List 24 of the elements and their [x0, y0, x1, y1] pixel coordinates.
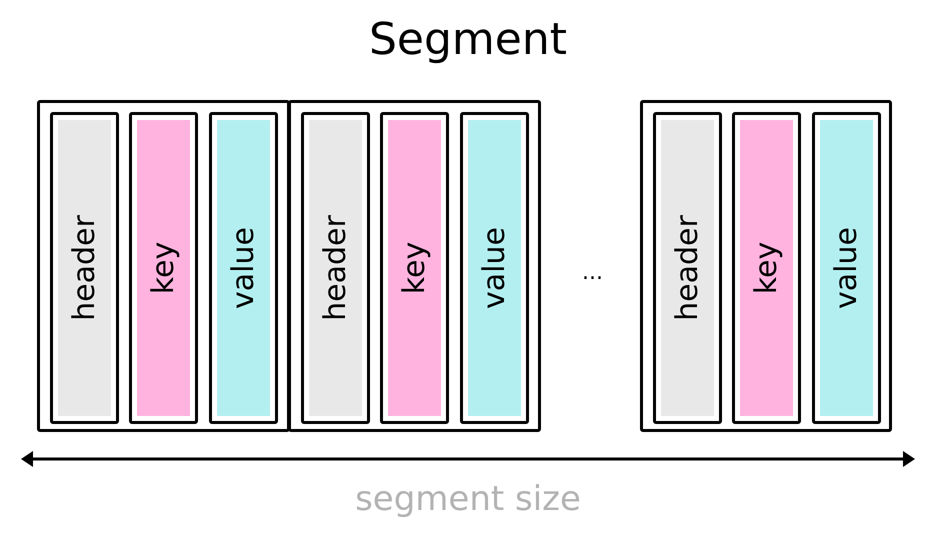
field-column — [129, 112, 198, 424]
ellipsis: ... — [582, 259, 603, 287]
record-box — [640, 100, 892, 432]
field-column — [209, 112, 278, 424]
field-label: header — [320, 215, 350, 321]
field-column — [732, 112, 801, 424]
record-box — [37, 100, 290, 432]
field-column — [653, 112, 722, 424]
field-label: header — [70, 215, 100, 321]
title: Segment — [369, 13, 567, 67]
field-label: header — [672, 215, 702, 321]
field-label: value — [228, 227, 258, 309]
field-column — [460, 112, 529, 424]
field-label: key — [752, 242, 782, 294]
field-column — [301, 112, 370, 424]
field-column — [50, 112, 119, 424]
record-box — [288, 100, 541, 432]
dimension-label: segment size — [355, 478, 581, 521]
field-label: key — [148, 242, 178, 294]
field-column — [812, 112, 881, 424]
field-label: key — [400, 242, 430, 294]
field-label: value — [832, 227, 862, 309]
field-label: value — [480, 227, 510, 309]
field-column — [380, 112, 449, 424]
